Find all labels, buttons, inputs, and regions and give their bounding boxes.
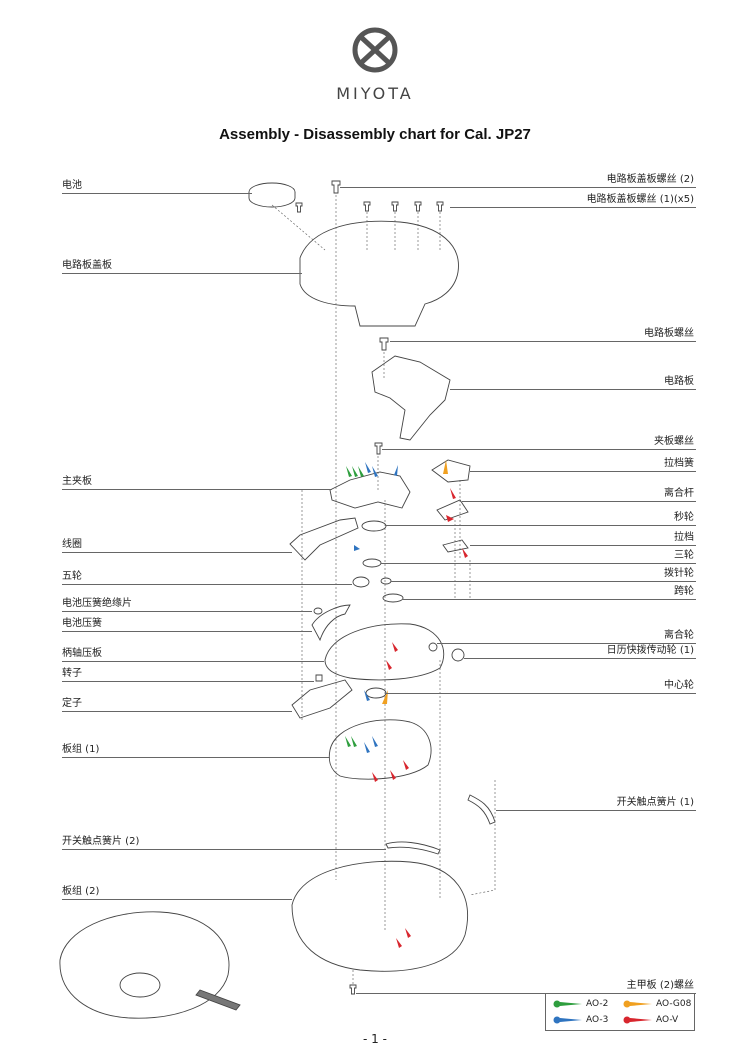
label-minute-wheel-setting: 拨针轮	[664, 568, 694, 579]
leader-setting-lever-plate	[62, 661, 324, 662]
blue-oiler-icon	[553, 1016, 582, 1023]
label-stator: 定子	[62, 698, 82, 709]
leader-cover-screw-2	[340, 187, 696, 188]
lubricant-legend: AO-2 AO-G08 AO-3 AO-V	[545, 993, 695, 1031]
assembled-movement	[59, 911, 230, 1019]
label-clutch-wheel: 离合轮	[664, 630, 694, 641]
leader-stator	[62, 711, 292, 712]
miyota-logo-icon	[352, 27, 398, 73]
train-wheel-bridge	[329, 471, 411, 509]
leader-plate-assembly-1	[62, 757, 330, 758]
leader-circuit-cover	[62, 273, 302, 274]
leader-train-bridge	[62, 489, 332, 490]
battery-part	[248, 182, 296, 208]
leader-main-plate-screw	[356, 993, 696, 994]
plate-assembly-2	[291, 860, 468, 972]
leader-third-wheel	[381, 563, 696, 564]
leader-clutch-lever	[462, 501, 696, 502]
label-rotor: 转子	[62, 668, 82, 679]
leader-battery-spring-insulator	[62, 611, 312, 612]
movement-middle	[324, 623, 445, 681]
leader-switch-spring-2	[62, 849, 386, 850]
page-number: - 1 -	[363, 1032, 387, 1046]
legend-item-ao2: AO-2	[552, 998, 608, 1010]
leader-battery-spring	[62, 631, 312, 632]
legend-item-aov: AO-V	[622, 1014, 678, 1026]
circuit-cover-screws	[295, 180, 444, 213]
page-title: Assembly - Disassembly chart for Cal. JP…	[219, 126, 531, 143]
leader-cover-screw-1	[450, 207, 696, 208]
legend-item-aog08: AO-G08	[622, 998, 691, 1010]
legend-label: AO-3	[586, 1015, 609, 1025]
circuit-cover-plate	[299, 220, 459, 327]
leader-center-wheel	[386, 693, 696, 694]
label-circuit-block: 电路板	[664, 376, 694, 387]
legend-item-ao3: AO-3	[552, 1014, 608, 1026]
legend-label: AO-G08	[656, 999, 692, 1009]
legend-label: AO-V	[656, 1015, 679, 1025]
leader-date-corrector-wheel	[464, 658, 696, 659]
leader-setting-lever-spring	[470, 471, 696, 472]
label-center-wheel: 中心轮	[664, 680, 694, 691]
label-cover-screw-2: 电路板盖板螺丝 (2)	[606, 174, 694, 185]
leader-minute-wheel-setting	[391, 581, 696, 582]
label-intermediate-wheel: 跨轮	[674, 586, 694, 597]
label-battery: 电池	[62, 180, 82, 191]
leader-switch-spring-1	[496, 810, 696, 811]
label-setting-lever-plate: 柄轴压板	[62, 648, 102, 659]
label-date-corrector-wheel: 日历快拨传动轮 (1)	[606, 645, 694, 656]
setting-lever-spring	[431, 459, 471, 483]
plate-assembly-1	[328, 719, 432, 780]
stator-part	[291, 679, 353, 719]
label-clutch-lever: 离合杆	[664, 488, 694, 499]
leader-circuit-screw	[390, 341, 696, 342]
label-cover-screw-1: 电路板盖板螺丝 (1)(x5)	[586, 194, 694, 205]
leader-circuit-block	[450, 389, 696, 390]
brand-name: MIYOTA	[336, 84, 414, 103]
leader-bridge-screw	[382, 449, 696, 450]
label-setting-lever: 拉档	[674, 532, 694, 543]
label-coil: 线圈	[62, 539, 82, 550]
label-bridge-screw: 夹板螺丝	[654, 436, 694, 447]
orange-oiler-icon	[623, 1000, 652, 1007]
label-switch-spring-1: 开关触点簧片 (1)	[616, 797, 694, 808]
leader-intermediate-wheel	[403, 599, 696, 600]
leader-battery	[62, 193, 252, 194]
label-battery-spring-insulator: 电池压簧绝缘片	[62, 598, 132, 609]
battery-spring	[311, 604, 351, 642]
label-main-plate-screw: 主甲板 (2)螺丝	[626, 980, 694, 991]
leader-coil	[62, 552, 292, 553]
leader-plate-assembly-2	[62, 899, 292, 900]
label-battery-spring: 电池压簧	[62, 618, 102, 629]
label-plate-assembly-2: 板组 (2)	[62, 886, 100, 897]
leader-clutch-wheel	[437, 643, 696, 644]
green-oiler-icon	[553, 1000, 582, 1007]
label-setting-lever-spring: 拉档簧	[664, 458, 694, 469]
label-switch-spring-2: 开关触点簧片 (2)	[62, 836, 140, 847]
leader-fifth-wheel	[62, 584, 352, 585]
leader-rotor	[62, 681, 314, 682]
label-second-wheel: 秒轮	[674, 512, 694, 523]
label-circuit-screw: 电路板螺丝	[644, 328, 694, 339]
label-plate-assembly-1: 板组 (1)	[62, 744, 100, 755]
label-circuit-cover: 电路板盖板	[62, 260, 112, 271]
circuit-block	[371, 355, 451, 441]
label-train-bridge: 主夹板	[62, 476, 92, 487]
label-fifth-wheel: 五轮	[62, 571, 82, 582]
legend-label: AO-2	[586, 999, 609, 1009]
label-third-wheel: 三轮	[674, 550, 694, 561]
coil-part	[289, 517, 359, 561]
leader-second-wheel	[386, 525, 696, 526]
red-oiler-icon	[623, 1016, 652, 1023]
leader-setting-lever	[470, 545, 696, 546]
